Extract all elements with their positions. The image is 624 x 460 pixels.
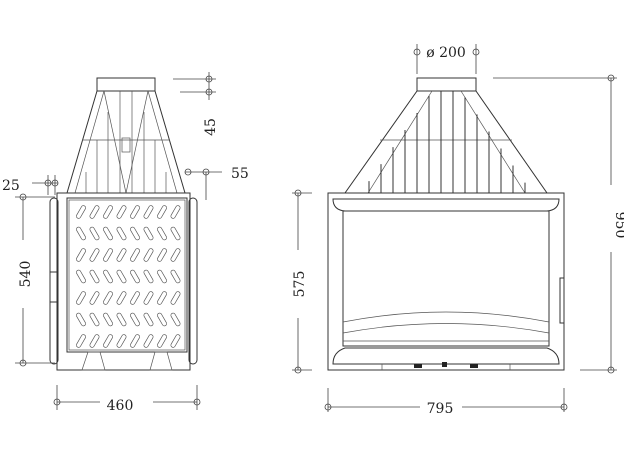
grille-slot (130, 269, 140, 284)
grille-slot (116, 248, 127, 262)
side-flue-collar (96, 77, 156, 92)
dim-label-45: 45 (203, 118, 219, 136)
grille-slot (76, 248, 86, 262)
grille-slot (170, 312, 181, 327)
front-glass-opening (342, 210, 550, 347)
dim-label-950: 950 (612, 212, 624, 239)
grille-slot (103, 312, 113, 327)
front-body (327, 192, 565, 371)
grille-slot (130, 205, 140, 219)
grille-slot (157, 269, 167, 284)
side-door-panel (66, 197, 188, 353)
dimension-575: 575 (292, 189, 312, 374)
grille-slot (116, 291, 127, 305)
grille-slot (170, 334, 181, 348)
air-control (442, 362, 447, 367)
front-fins (368, 91, 526, 193)
grille-slot (89, 226, 100, 241)
grille-slot (89, 312, 100, 327)
side-view: 540 460 45 55 25 (2, 72, 249, 414)
dim-label-460: 460 (107, 398, 134, 414)
grille-slot (116, 334, 127, 348)
dim-label-diameter: ø 200 (426, 45, 466, 61)
grille-slot (157, 248, 167, 262)
dim-label-55: 55 (231, 166, 249, 182)
grille-slot (103, 248, 113, 262)
grille-slot (89, 205, 100, 219)
dimension-795: 795 (324, 388, 568, 417)
grille-slot (130, 312, 140, 327)
grille-slot (170, 269, 181, 284)
grille-slot (89, 269, 100, 284)
air-control (414, 364, 422, 368)
grille-slot (89, 248, 100, 262)
grille-slot (157, 312, 167, 327)
dim-label-795: 795 (427, 401, 454, 417)
grille-slot (157, 205, 167, 219)
grille-slot (143, 312, 154, 327)
grille-slot (143, 291, 154, 305)
grille-slot (170, 226, 181, 241)
grille-slot (76, 226, 86, 241)
grille-slot (130, 226, 140, 241)
grille-slot (130, 334, 140, 348)
grille-slot (76, 334, 86, 348)
dimension-55: 55 (184, 166, 249, 200)
grille-slot (103, 205, 113, 219)
front-hood (344, 90, 548, 194)
side-hood (66, 90, 186, 194)
grille-slot (89, 334, 100, 348)
front-view: ø 200 950 575 795 (292, 44, 624, 417)
dimension-25: 25 (2, 175, 59, 195)
air-control (470, 364, 478, 368)
grille-slot (157, 334, 167, 348)
dimension-460: 460 (53, 385, 201, 414)
front-handle (559, 277, 565, 324)
dim-label-25: 25 (2, 178, 20, 194)
grille-slot (157, 226, 167, 241)
grille-slot (103, 334, 113, 348)
grille-slot (143, 226, 154, 241)
dimension-950: 950 (493, 74, 624, 374)
side-body (49, 192, 198, 371)
grille-slot (76, 312, 86, 327)
grille-slot (170, 205, 181, 219)
grille-slot (116, 226, 127, 241)
grille-slot (170, 248, 181, 262)
dimension-540: 540 (15, 193, 55, 367)
dim-label-540: 540 (18, 261, 34, 288)
grille-slot (157, 291, 167, 305)
door-handle (49, 271, 59, 303)
grille-slot (143, 248, 154, 262)
dimension-diameter-200: ø 200 (413, 44, 480, 74)
grille-slot (76, 269, 86, 284)
front-flue-collar (416, 77, 477, 92)
grille-slot (143, 334, 154, 348)
side-grille (76, 205, 181, 348)
grille-slot (116, 269, 127, 284)
dim-label-575: 575 (292, 271, 308, 298)
grille-slot (143, 269, 154, 284)
grille-slot (76, 291, 86, 305)
grille-slot (116, 205, 127, 219)
dimension-45: 45 (173, 72, 219, 136)
grille-slot (89, 291, 100, 305)
grille-slot (76, 205, 86, 219)
grille-slot (143, 205, 154, 219)
grille-slot (170, 291, 181, 305)
grille-slot (103, 269, 113, 284)
grille-slot (116, 312, 127, 327)
grille-slot (103, 226, 113, 241)
grille-slot (130, 291, 140, 305)
grille-slot (103, 291, 113, 305)
grille-slot (130, 248, 140, 262)
